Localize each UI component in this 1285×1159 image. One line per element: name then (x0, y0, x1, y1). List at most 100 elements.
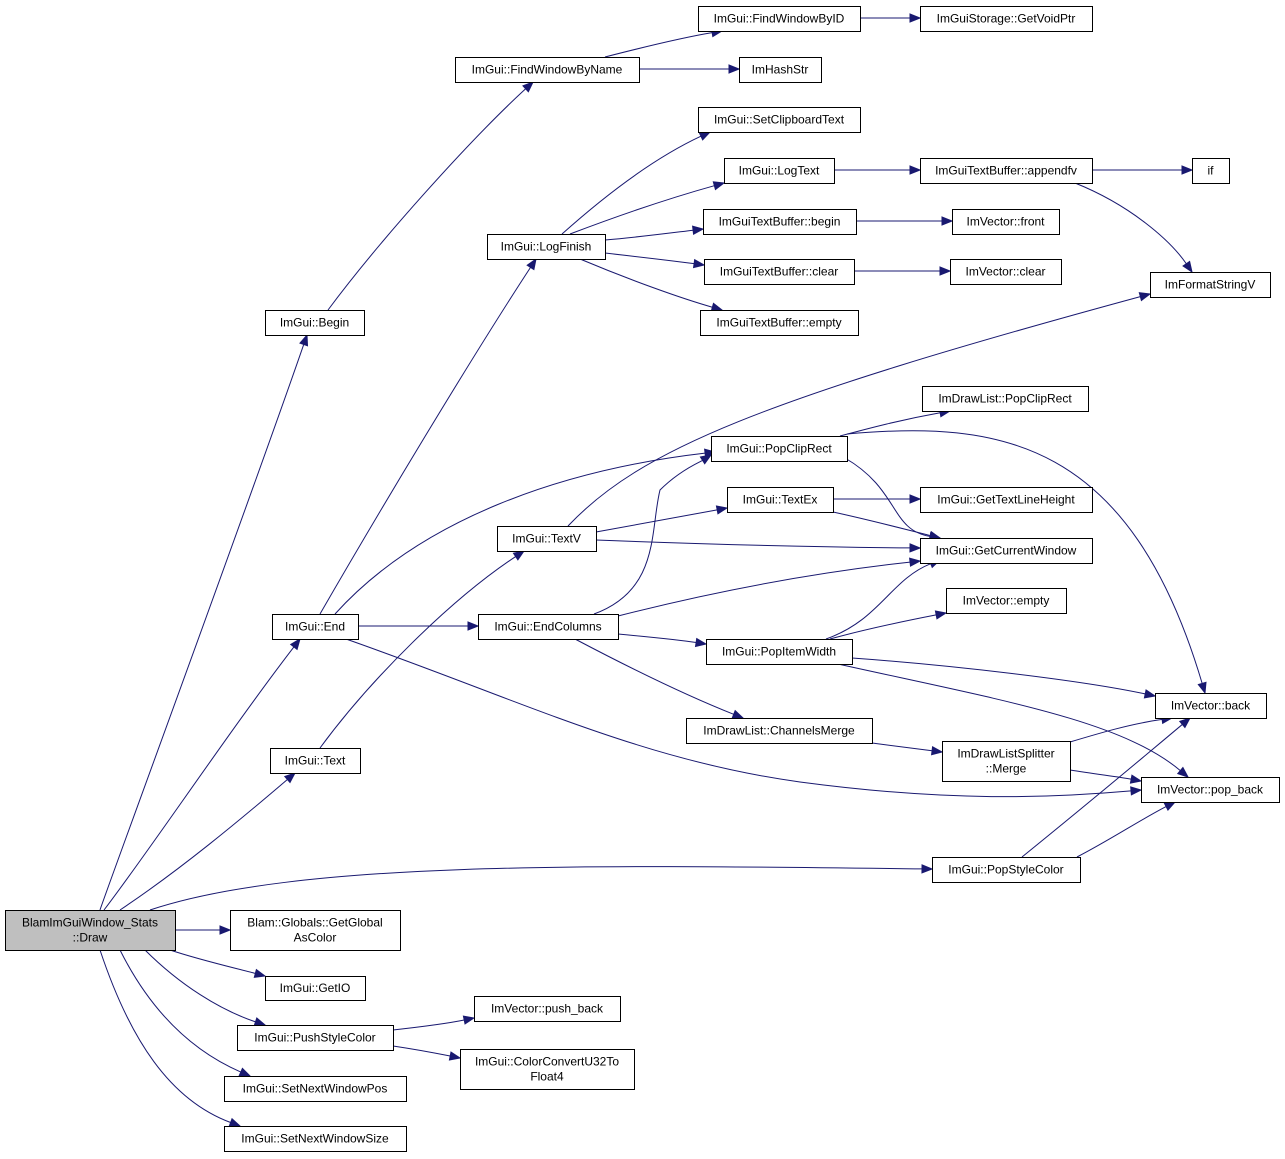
edge-TextV-to-ImFormatStringV (567, 296, 1141, 527)
node-box (460, 1049, 635, 1090)
node-box (686, 718, 873, 744)
node-PopItemWidth[interactable]: ImGui::PopItemWidth (706, 639, 853, 665)
node-box (950, 259, 1062, 285)
node-box (698, 6, 861, 32)
arrowhead-LogText (712, 181, 726, 191)
node-SetClipboardText[interactable]: ImGui::SetClipboardText (698, 107, 861, 133)
node-FindWindowByName[interactable]: ImGui::FindWindowByName (455, 57, 640, 83)
node-pop_back[interactable]: ImVector::pop_back (1141, 777, 1280, 803)
arrowhead-pop_back (1176, 766, 1190, 778)
node-TBbegin[interactable]: ImGuiTextBuffer::begin (703, 209, 857, 235)
arrowhead-ImHashStr (728, 64, 741, 74)
node-ImHashStr[interactable]: ImHashStr (739, 57, 822, 83)
node-Vempty[interactable]: ImVector::empty (946, 588, 1067, 614)
node-back[interactable]: ImVector::back (1155, 693, 1267, 719)
node-Text[interactable]: ImGui::Text (270, 748, 361, 774)
edge-EndColumns-to-GetCurrentWindow (617, 561, 911, 617)
arrowhead-GetVoidPtr (909, 13, 922, 23)
node-box (265, 976, 366, 1001)
node-label: ImGui::PopClipRect (726, 442, 832, 456)
node-Begin[interactable]: ImGui::Begin (265, 310, 365, 336)
node-label: ImGui::GetTextLineHeight (937, 493, 1075, 507)
edge-EndColumns-to-ChannelsMerge (574, 638, 734, 715)
edge-root-to-Begin (99, 344, 305, 911)
node-label: ImGui::SetNextWindowPos (243, 1082, 388, 1096)
arrowhead-PopClipRect (699, 454, 713, 465)
edge-LogFinish-to-SetClipboardText (561, 135, 702, 235)
edge-LogFinish-to-TBempty (579, 258, 713, 308)
node-box (946, 588, 1067, 614)
node-appendfv[interactable]: ImGuiTextBuffer::appendfv (920, 158, 1093, 184)
node-TextV[interactable]: ImGui::TextV (497, 526, 597, 552)
arrowhead-SetNextWindowSize (228, 1117, 242, 1127)
node-push_back[interactable]: ImVector::push_back (474, 996, 621, 1022)
node-GetIO[interactable]: ImGui::GetIO (265, 976, 366, 1001)
node-box (724, 158, 835, 184)
node-label: ImVector::front (966, 215, 1045, 229)
arrowhead-SetNextWindowPos (238, 1067, 252, 1077)
node-End[interactable]: ImGui::End (272, 614, 359, 640)
node-box (237, 1025, 394, 1051)
node-FindWindowByID[interactable]: ImGui::FindWindowByID (698, 6, 861, 32)
edge-TextEx-to-GetCurrentWindow (832, 511, 931, 537)
node-SplitterMerge[interactable]: ImDrawListSplitter::Merge (942, 741, 1071, 782)
node-SetNextWindowSize[interactable]: ImGui::SetNextWindowSize (224, 1126, 407, 1152)
node-ChannelsMerge[interactable]: ImDrawList::ChannelsMerge (686, 718, 873, 744)
node-LogFinish[interactable]: ImGui::LogFinish (487, 234, 606, 260)
node-box (497, 526, 597, 552)
edge-PopItemWidth-to-Vempty (829, 614, 937, 640)
arrowhead-GetCurrentWindow (909, 557, 922, 567)
node-PushStyleColor[interactable]: ImGui::PushStyleColor (237, 1025, 394, 1051)
node-label: ImGui::TextV (512, 532, 581, 546)
node-GetVoidPtr[interactable]: ImGuiStorage::GetVoidPtr (920, 6, 1093, 32)
arrowhead-TBbegin (692, 225, 705, 235)
node-box (474, 996, 621, 1022)
node-box (5, 910, 176, 951)
node-TextEx[interactable]: ImGui::TextEx (727, 487, 834, 513)
node-label: ImVector::back (1171, 699, 1251, 713)
node-ImFormatStringV[interactable]: ImFormatStringV (1150, 272, 1271, 298)
node-PopClipRect[interactable]: ImGui::PopClipRect (711, 436, 848, 462)
edge-FindWindowByName-to-FindWindowByID (604, 32, 713, 58)
node-box (1150, 272, 1271, 298)
node-box (739, 57, 822, 83)
node-TBempty[interactable]: ImGuiTextBuffer::empty (700, 310, 859, 336)
arrowhead-ImFormatStringV (1182, 260, 1193, 274)
arrowhead-GetTextLineHeight (909, 494, 922, 504)
node-label: ImDrawListSplitter (957, 747, 1054, 761)
edge-root-to-End (103, 646, 295, 911)
arrowhead-TBclear (692, 258, 706, 269)
node-TBclear[interactable]: ImGuiTextBuffer::clear (704, 259, 855, 285)
edge-EndColumns-to-PopItemWidth (617, 633, 697, 643)
node-front[interactable]: ImVector::front (952, 209, 1060, 235)
arrowhead-GetCurrentWindow (909, 543, 922, 553)
node-label: ImDrawList::PopClipRect (938, 392, 1072, 406)
node-label: ImVector::clear (965, 265, 1045, 279)
node-label: ImGuiTextBuffer::appendfv (935, 164, 1077, 178)
node-label: ImDrawList::ChannelsMerge (703, 724, 855, 738)
node-label: ImGuiTextBuffer::clear (720, 265, 839, 279)
node-box (478, 614, 619, 640)
node-PopStyleColor[interactable]: ImGui::PopStyleColor (932, 857, 1081, 883)
node-if[interactable]: if (1192, 158, 1230, 184)
node-Vclear[interactable]: ImVector::clear (950, 259, 1062, 285)
node-root[interactable]: BlamImGuiWindow_Stats::Draw (5, 910, 176, 951)
edge-PushStyleColor-to-push_back (392, 1019, 465, 1031)
arrowhead-appendfv (909, 165, 922, 175)
node-GetTextLineHeight[interactable]: ImGui::GetTextLineHeight (920, 487, 1093, 513)
node-SetNextWindowPos[interactable]: ImGui::SetNextWindowPos (224, 1076, 407, 1102)
node-LogText[interactable]: ImGui::LogText (724, 158, 835, 184)
node-GetCurrentWindow[interactable]: ImGui::GetCurrentWindow (920, 538, 1093, 564)
node-box (224, 1076, 407, 1102)
arrowhead-SetClipboardText (698, 131, 712, 141)
node-DLPopClipRect[interactable]: ImDrawList::PopClipRect (922, 386, 1089, 412)
arrowhead-Begin (299, 333, 309, 347)
node-label: ImGui::Begin (280, 316, 349, 330)
node-box (698, 107, 861, 133)
node-EndColumns[interactable]: ImGui::EndColumns (478, 614, 619, 640)
edge-End-to-pop_back (345, 638, 1132, 798)
node-box (1155, 693, 1267, 719)
